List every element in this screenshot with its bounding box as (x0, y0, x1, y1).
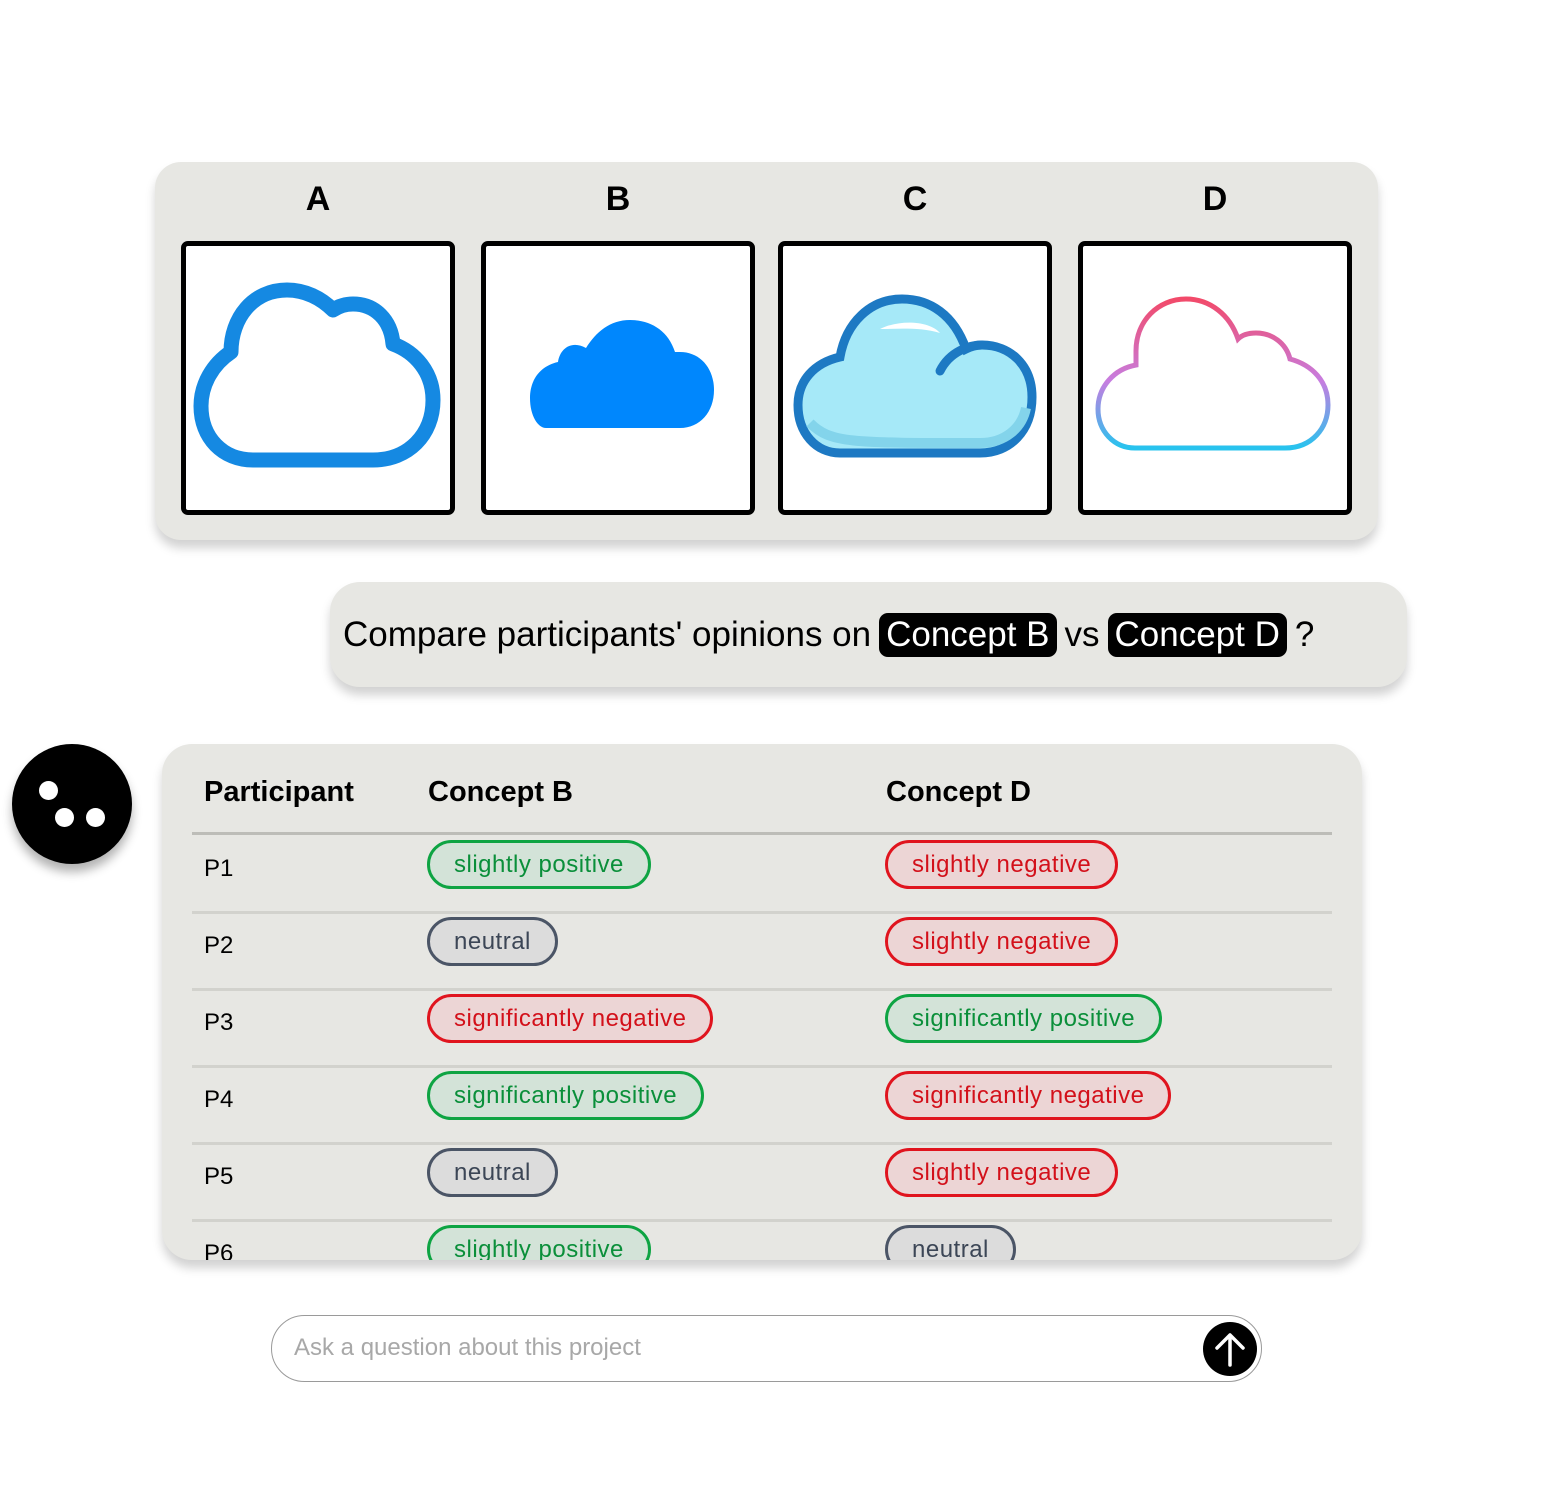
concept-d-sentiment-badge: slightly negative (885, 917, 1119, 966)
concept-card-d[interactable] (1078, 241, 1352, 515)
concept-card-c[interactable] (778, 241, 1052, 515)
concept-d-sentiment-badge: significantly negative (885, 1071, 1172, 1120)
row-divider (192, 1142, 1332, 1145)
question-prefix: Compare participants' opinions on (343, 614, 872, 654)
concept-label-a: A (305, 180, 331, 218)
row-divider (192, 988, 1332, 991)
cloud-gradient-outline-icon (1095, 296, 1331, 451)
header-concept-b: Concept B (428, 776, 573, 808)
concept-b-sentiment-badge: significantly negative (427, 994, 714, 1043)
concept-b-sentiment-badge: neutral (427, 917, 558, 966)
cloud-glossy-lightblue-icon (793, 294, 1037, 458)
table-row: P4 significantly positive significantly ne… (162, 1066, 1362, 1145)
participant-id: P2 (204, 932, 234, 959)
participant-id: P6 (204, 1240, 234, 1260)
concept-card-b[interactable] (481, 241, 755, 515)
question-suffix: ? (1294, 614, 1315, 654)
comparison-table: Participant Concept B Concept D P1 slight… (162, 744, 1362, 1260)
concept-label-b: B (605, 180, 631, 218)
cloud-solid-blue-icon (530, 320, 714, 428)
header-participant: Participant (204, 776, 354, 808)
concept-b-sentiment-badge: significantly positive (427, 1071, 705, 1120)
assistant-avatar (12, 744, 132, 864)
user-question-bubble: Compare participants' opinions on Concep… (330, 582, 1407, 687)
participant-id: P4 (204, 1086, 234, 1113)
cloud-outline-blue-icon (193, 282, 441, 468)
concept-d-sentiment-badge: slightly negative (885, 1148, 1119, 1197)
table-row: P5 neutral slightly negative (162, 1143, 1362, 1222)
concept-label-d: D (1202, 180, 1228, 218)
concepts-panel: A B C D (155, 162, 1378, 540)
participant-id: P3 (204, 1009, 234, 1036)
table-row: P2 neutral slightly negative (162, 912, 1362, 991)
header-concept-d: Concept D (886, 776, 1031, 808)
arrow-up-icon (1215, 1333, 1245, 1367)
row-divider (192, 1065, 1332, 1068)
avatar-dot (86, 808, 105, 827)
concept-b-sentiment-badge: slightly positive (427, 1225, 651, 1260)
row-divider (192, 911, 1332, 914)
participant-id: P1 (204, 855, 234, 882)
concept-card-a[interactable] (181, 241, 455, 515)
concept-d-sentiment-badge: slightly negative (885, 840, 1119, 889)
avatar-dot (55, 808, 74, 827)
concept-b-tag: Concept B (879, 612, 1057, 657)
avatar-dot (39, 781, 58, 800)
row-divider (192, 1219, 1332, 1222)
question-mid: vs (1064, 614, 1100, 654)
concept-b-sentiment-badge: neutral (427, 1148, 558, 1197)
concept-label-c: C (902, 180, 928, 218)
concept-b-sentiment-badge: slightly positive (427, 840, 651, 889)
table-row: P6 slightly positive neutral (162, 1220, 1362, 1260)
question-input-box[interactable] (271, 1315, 1262, 1382)
header-divider (192, 832, 1332, 835)
table-row: P1 slightly positive slightly negative (162, 835, 1362, 914)
question-input[interactable] (294, 1316, 1194, 1380)
participant-id: P5 (204, 1163, 234, 1190)
concept-d-sentiment-badge: significantly positive (885, 994, 1163, 1043)
concept-d-sentiment-badge: neutral (885, 1225, 1016, 1260)
send-button[interactable] (1203, 1322, 1257, 1376)
table-row: P3 significantly negative significantly po… (162, 989, 1362, 1068)
concept-d-tag: Concept D (1107, 612, 1287, 657)
